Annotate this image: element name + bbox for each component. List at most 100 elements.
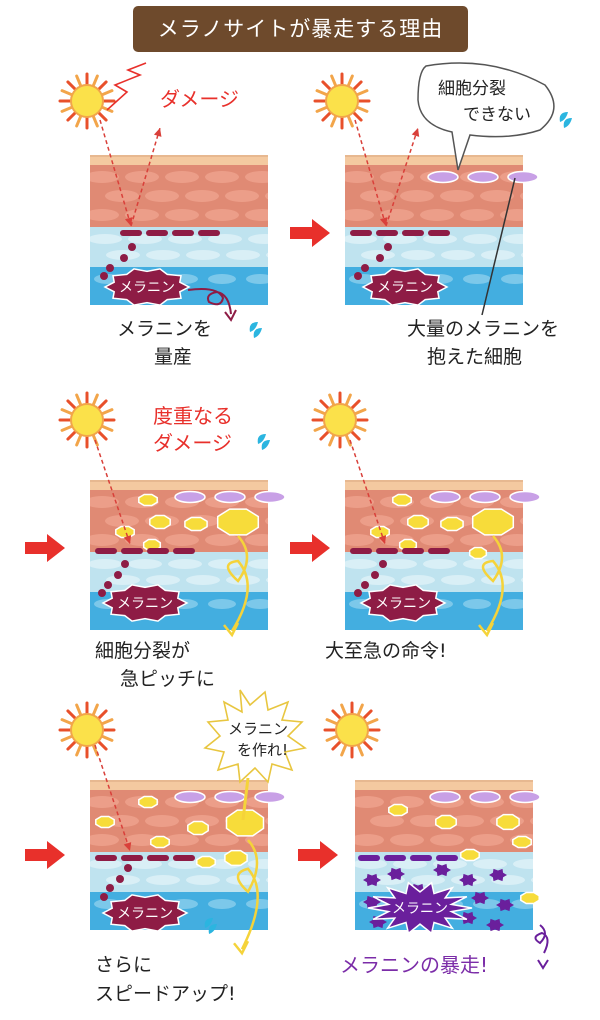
skin-cell (460, 209, 494, 221)
p4-yellow-spiral-tip (478, 622, 495, 638)
p4-damage-in (349, 439, 386, 545)
p6-squiggle (534, 924, 549, 954)
p3-melanin-blob (101, 584, 189, 622)
skin-surface (345, 480, 523, 490)
p1-melanin-row (146, 230, 168, 236)
p1-melanin-dot (120, 254, 128, 262)
melanin-label: メラニン (117, 906, 173, 922)
p5-melanin-row (173, 855, 195, 861)
sun-ray (75, 74, 83, 88)
skin-cell (470, 834, 504, 846)
p6-yellow-cell (512, 835, 532, 849)
p1-melanin-row (120, 230, 142, 236)
p3-sweat-drop (261, 440, 270, 450)
p3-sweat-drop (257, 434, 266, 444)
p5-melanin-blob (101, 894, 189, 932)
p1-damage-out-head (153, 128, 162, 137)
basal-cell (146, 250, 180, 260)
p3-melanin-dot (121, 560, 129, 568)
p3-melanin-row (147, 548, 169, 554)
sun-ray (349, 399, 361, 411)
skin-cell (345, 496, 374, 508)
p1-sun (58, 72, 116, 130)
sun-icon (323, 403, 357, 437)
p3-melanin-row (121, 548, 143, 554)
p2-bubble-line2: できない (463, 105, 531, 125)
skin-cell (265, 192, 268, 200)
sun-ray (75, 433, 83, 447)
skin-surface (355, 780, 533, 790)
p5-shout-bubble (203, 689, 307, 784)
sun-ray (60, 734, 74, 742)
sun-ray (60, 408, 74, 416)
basal-cell (266, 252, 268, 258)
p2-lavender-cell (427, 170, 459, 184)
sun-ray (60, 105, 74, 113)
sun-ray (328, 393, 336, 407)
sun-icon (70, 84, 104, 118)
p1-damage-in (99, 119, 132, 227)
sun-ray (365, 718, 379, 726)
p4-lavender-cell (469, 490, 501, 504)
sun-ray (340, 743, 348, 757)
p3-melanin-dot (114, 571, 122, 579)
skin-cell (390, 834, 424, 846)
p3-damage-in (94, 439, 131, 545)
p6-sun (323, 701, 381, 759)
p4-melanin-dot (371, 571, 379, 579)
basal-cell (128, 859, 162, 869)
p2-melanin-dot (384, 243, 392, 251)
p3-yellow-cell (184, 516, 208, 532)
p2-sweat-drop (559, 112, 568, 122)
sun-ray (66, 709, 78, 721)
sun-ray (60, 718, 74, 726)
p2-damage-out (385, 127, 419, 227)
basal-cell (226, 575, 260, 585)
basal-cell (345, 559, 377, 569)
p2-damage-in-head (379, 217, 388, 226)
basal-cell (361, 575, 395, 585)
p5-yellow-cell (187, 820, 209, 836)
basal-cell (208, 234, 242, 244)
p1-squiggle-tip (224, 309, 237, 322)
p2-melanin-dot (376, 254, 384, 262)
p3-damage-label-line1: 度重なる (153, 404, 233, 428)
p2-melanin-dot (361, 264, 369, 272)
sun-ray (313, 424, 327, 432)
p6-yellow-cell (520, 891, 540, 905)
skin-cell (520, 192, 523, 200)
p5-yellow-cell (138, 795, 158, 809)
skin-cell (355, 834, 384, 846)
deep-cell (208, 274, 236, 284)
p3-in-arrow (25, 534, 65, 562)
basal-cell (355, 859, 387, 869)
sun-ray (315, 105, 329, 113)
p1-melanin-dot (106, 264, 114, 272)
p4-melanin-row (376, 548, 398, 554)
skin-cell (185, 190, 219, 202)
p1-caption-line1: メラニンを (117, 318, 213, 340)
skin-cell (530, 817, 533, 825)
p6-yellow-cell (496, 813, 520, 831)
p4-sun (311, 391, 369, 449)
deep-cell (463, 599, 491, 609)
basal-cell (90, 234, 122, 244)
title-banner: メラノサイトが暴走する理由 (133, 6, 468, 52)
basal-layer (345, 552, 523, 592)
sun-ray (351, 110, 363, 122)
p1-melanin-blob (103, 268, 191, 306)
p6-squiggle-tip (537, 959, 549, 970)
p4-melanin-blob (359, 584, 447, 622)
p1-squiggle (187, 288, 232, 315)
p6-lavender-cell (509, 790, 541, 804)
skin-cell (450, 815, 484, 827)
basal-cell (128, 559, 162, 569)
p3-melanin-row (173, 548, 195, 554)
skin-cell (420, 209, 454, 221)
p2-bubble-line1: 細胞分裂 (438, 79, 506, 99)
p6-lavender-cell (429, 790, 461, 804)
p4-lavender-cell (509, 490, 541, 504)
sun-ray (346, 114, 354, 128)
skin-cell (480, 190, 514, 202)
p6-yellow-cell (435, 814, 457, 830)
